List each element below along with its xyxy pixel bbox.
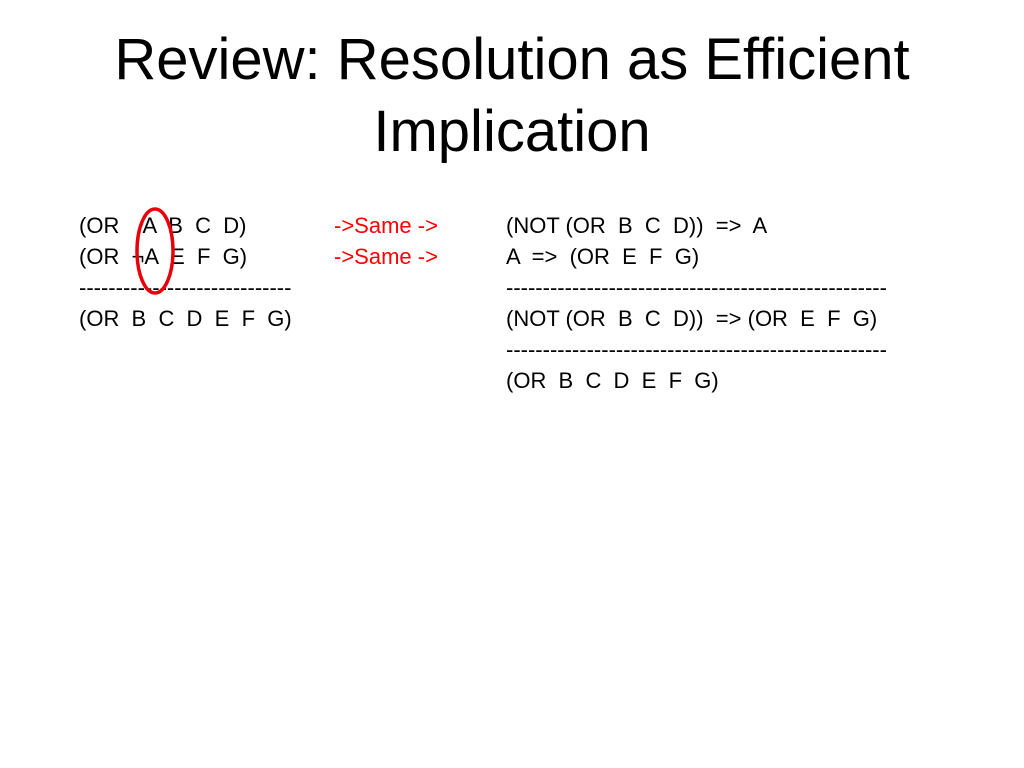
title-line-1: Review: Resolution as Efficient: [114, 27, 910, 92]
left-result: (OR B C D E F G): [79, 306, 292, 331]
same-arrow-1: ->Same ->: [334, 213, 438, 238]
slide-title: Review: Resolution as Efficient Implicat…: [0, 24, 1024, 168]
right-result: (OR B C D E F G): [506, 368, 719, 393]
right-line-3: (NOT (OR B C D)) => (OR E F G): [506, 306, 878, 331]
same-arrow-2: ->Same ->: [334, 244, 438, 269]
right-separator-2: ----------------------------------------…: [506, 337, 887, 362]
left-clause-2: (OR ¬A E F G): [79, 244, 248, 269]
right-line-2: A => (OR E F G): [506, 244, 700, 269]
left-separator: -----------------------------: [79, 275, 292, 300]
right-separator-1: ----------------------------------------…: [506, 275, 887, 300]
left-clause-1: (OR A B C D): [79, 213, 247, 238]
right-line-1: (NOT (OR B C D)) => A: [506, 213, 768, 238]
title-line-2: Implication: [373, 99, 651, 164]
